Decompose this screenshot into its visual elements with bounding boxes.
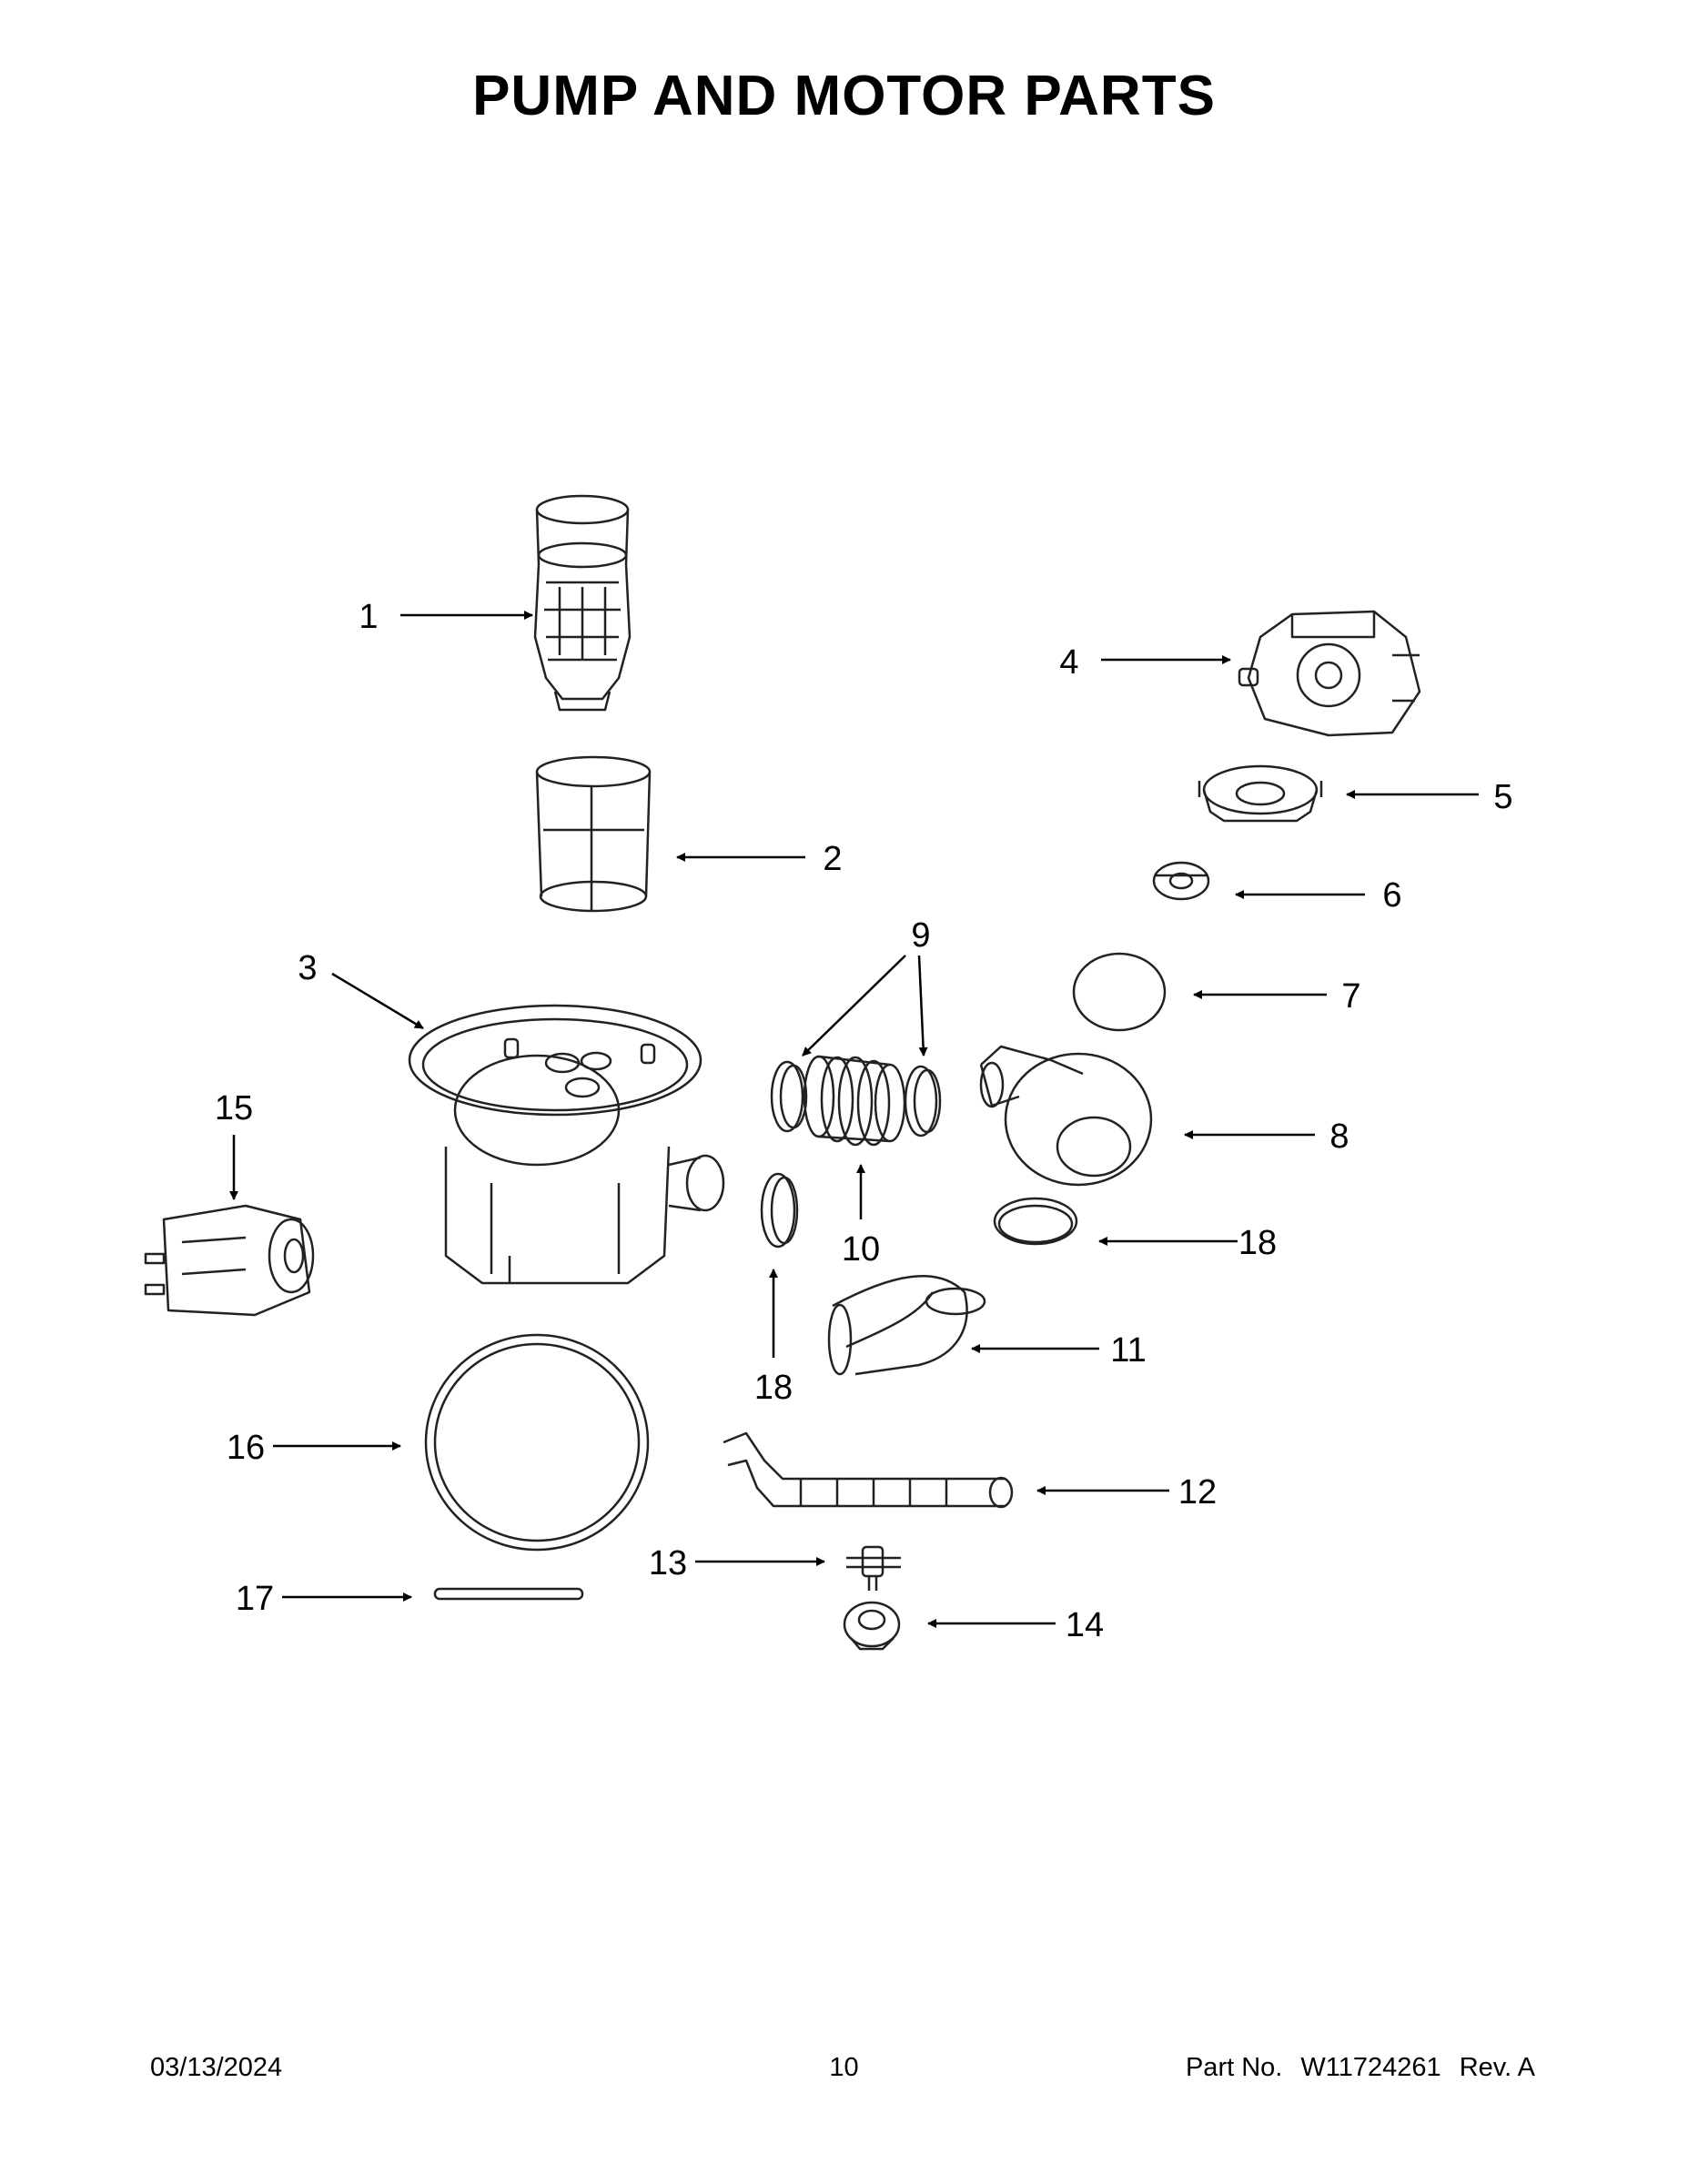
footer-date: 03/13/2024 bbox=[150, 2053, 283, 2082]
footer-part-number: W11724261 bbox=[1300, 2053, 1441, 2082]
callout-4: 4 bbox=[1059, 643, 1078, 682]
part-2-filter-screen bbox=[535, 755, 652, 913]
callout-13: 13 bbox=[649, 1544, 687, 1582]
callout-11: 11 bbox=[1110, 1331, 1146, 1370]
callout-9: 9 bbox=[911, 916, 930, 955]
part-8-heater-housing bbox=[979, 1045, 1153, 1187]
page-title: PUMP AND MOTOR PARTS bbox=[472, 65, 1216, 127]
part-7-o-ring bbox=[1072, 952, 1167, 1032]
callout-1: 1 bbox=[359, 598, 378, 636]
callout-10: 10 bbox=[842, 1230, 880, 1269]
part-9-clamp-left bbox=[770, 1060, 808, 1133]
part-15-drain-pump bbox=[144, 1204, 315, 1317]
part-17-tube bbox=[433, 1587, 584, 1601]
part-9-clamp-right bbox=[904, 1065, 942, 1138]
part-16-gasket bbox=[424, 1333, 650, 1552]
callout-3: 3 bbox=[298, 949, 317, 987]
part-4-pump-motor bbox=[1238, 610, 1421, 737]
part-12-drain-hose bbox=[723, 1431, 1014, 1509]
callout-6: 6 bbox=[1382, 876, 1401, 915]
part-5-pump-housing bbox=[1198, 764, 1323, 823]
part-13-check-valve bbox=[846, 1545, 901, 1591]
part-6-impeller bbox=[1152, 861, 1210, 901]
part-1-filter-assembly bbox=[533, 494, 632, 712]
callout-5: 5 bbox=[1493, 778, 1512, 816]
part-18-clamp-right bbox=[993, 1197, 1078, 1246]
part-10-bellows-coupling bbox=[803, 1055, 906, 1147]
callout-16: 16 bbox=[227, 1429, 265, 1467]
callout-18-lower: 18 bbox=[754, 1369, 793, 1407]
footer-revision: Rev. A bbox=[1459, 2053, 1535, 2082]
callout-8: 8 bbox=[1329, 1117, 1349, 1156]
callout-15: 15 bbox=[215, 1089, 253, 1127]
part-3-sump-assembly bbox=[408, 1004, 725, 1285]
callout-17: 17 bbox=[236, 1580, 274, 1618]
part-11-elbow-hose bbox=[827, 1275, 986, 1376]
callout-14: 14 bbox=[1066, 1606, 1104, 1644]
footer-part-info: Part No. W11724261 Rev. A bbox=[1186, 2053, 1535, 2083]
callout-18-right: 18 bbox=[1238, 1224, 1277, 1262]
part-14-sensor bbox=[843, 1601, 901, 1651]
callout-12: 12 bbox=[1178, 1473, 1217, 1512]
footer-page-number: 10 bbox=[829, 2053, 859, 2082]
callout-2: 2 bbox=[823, 840, 842, 878]
callout-7: 7 bbox=[1341, 977, 1360, 1016]
part-18-clamp-lower bbox=[760, 1172, 799, 1249]
footer-part-label: Part No. bbox=[1185, 2053, 1283, 2082]
